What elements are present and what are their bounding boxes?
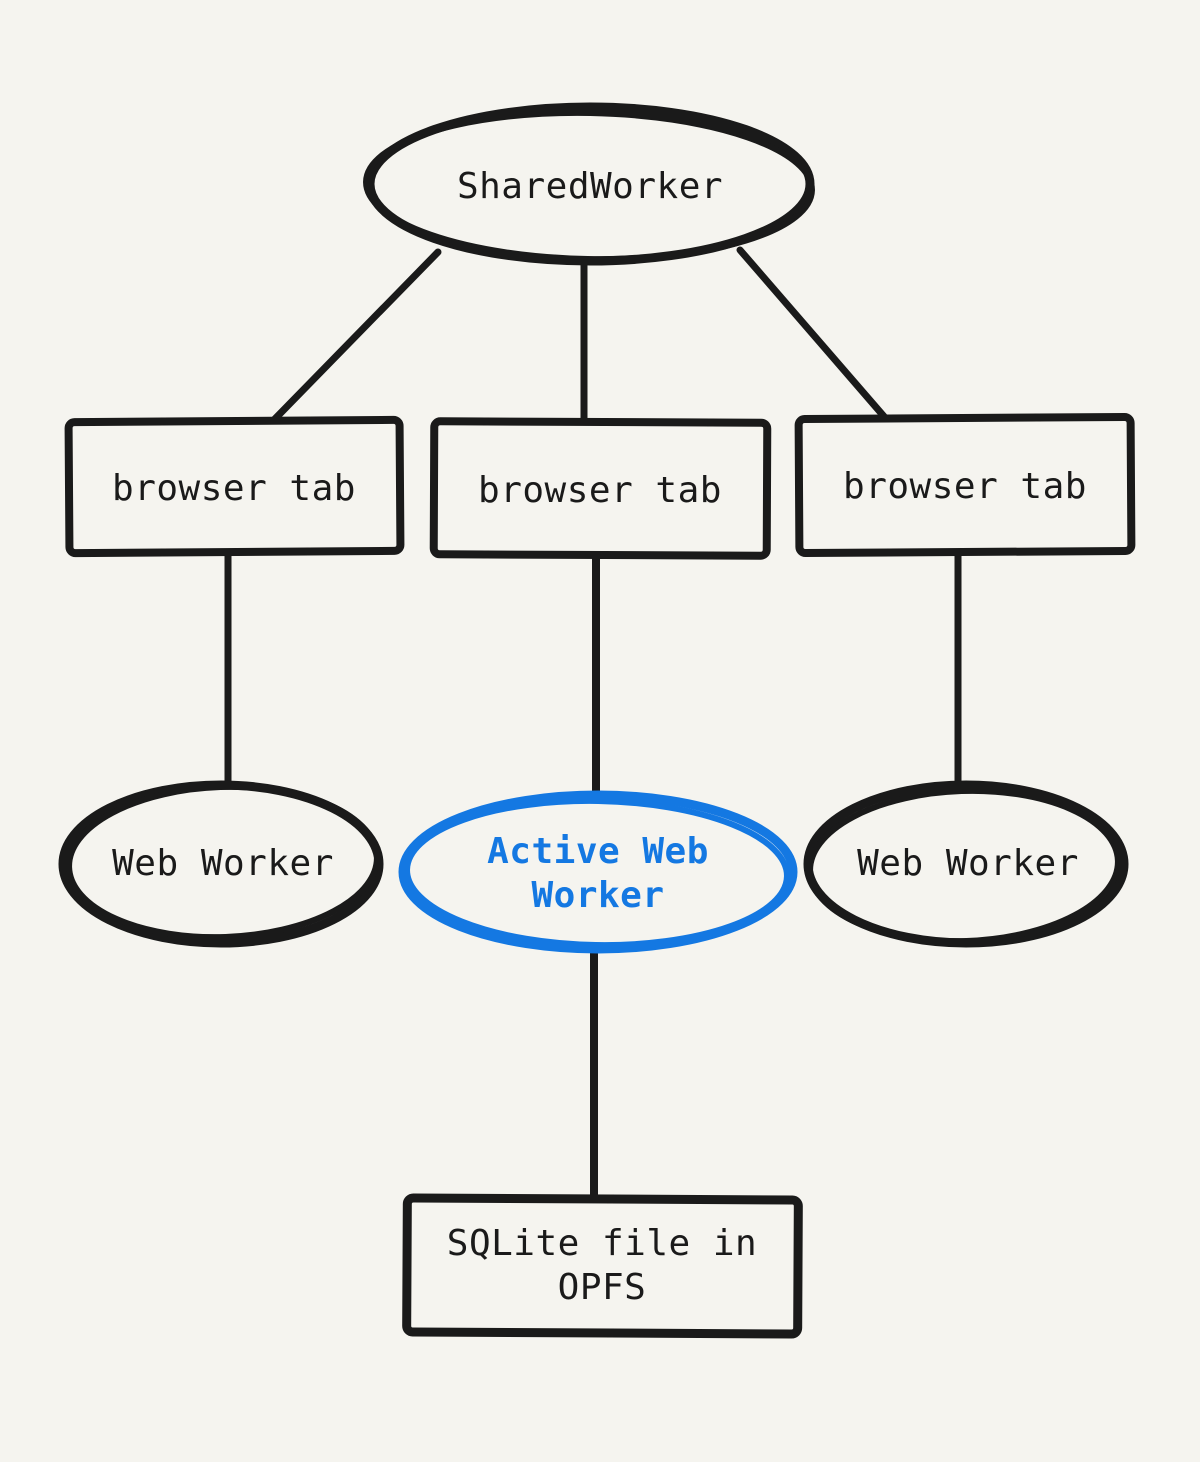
browser-tab-3-rect [794,413,1136,557]
browser-tab-1-rect [64,415,405,558]
edge-sharedworker-tab3 [736,246,898,432]
web-worker-2-node [803,780,1129,948]
active-web-worker-label: Active Web Worker [487,831,709,916]
active-web-worker-ellipse [398,790,798,954]
web-worker-1-node [58,780,384,948]
shared-worker-node [363,102,815,266]
browser-tab-1-label: browser tab [112,468,356,509]
browser-tab-2-label: browser tab [478,470,722,511]
shared-worker-label: SharedWorker [456,166,724,207]
web-worker-1-ellipse-sketch-stroke [66,783,380,941]
sqlite-file-label: SQLite file in OPFS [446,1223,758,1308]
edge-group [224,244,962,1214]
web-worker-2-label: Web Worker [857,843,1079,884]
active-web-worker-node [398,790,798,954]
browser-tab-3-label: browser tab [843,466,1087,507]
web-worker-1-label: Web Worker [112,843,334,884]
edge-sharedworker-tab1 [262,248,442,432]
sqlite-file-rect [402,1193,803,1339]
active-web-worker-ellipse-sketch-stroke [404,797,790,949]
web-worker-2-ellipse-sketch-stroke [807,787,1121,945]
browser-tab-2-rect [429,417,772,560]
shared-worker-ellipse-sketch-stroke [363,109,815,263]
